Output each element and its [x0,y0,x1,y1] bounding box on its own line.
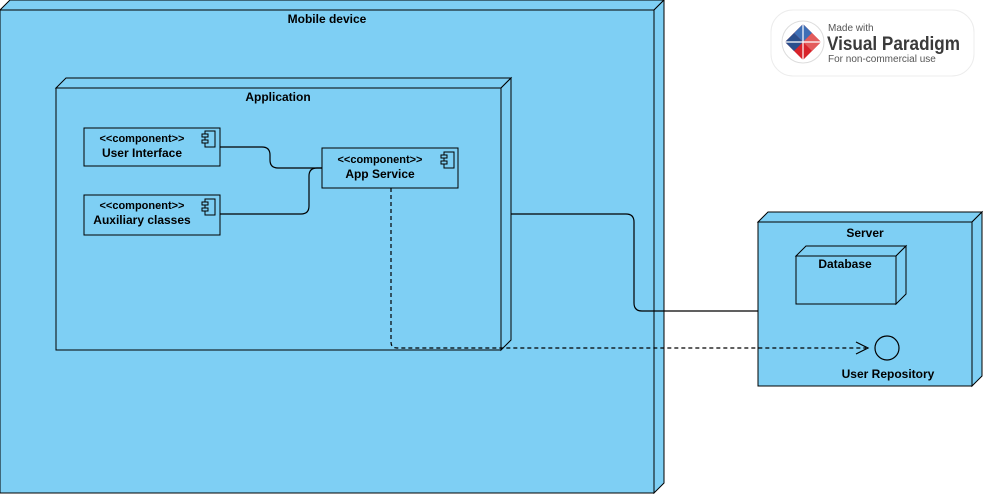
watermark-line1: Made with [828,23,874,34]
visual-paradigm-watermark: Made with Visual Paradigm For non-commer… [770,9,975,77]
aux-name: Auxiliary classes [93,213,191,227]
component-icon [201,130,216,148]
watermark-line3: For non-commercial use [828,54,936,65]
connector-application-server [511,213,758,312]
component-auxiliary-classes[interactable]: <<component>> Auxiliary classes [83,194,221,236]
watermark-line2: Visual Paradigm [827,34,960,55]
component-icon [440,151,455,169]
connector-ui-appservice [220,146,322,169]
appservice-stereotype: <<component>> [338,154,423,166]
ui-name: User Interface [102,146,182,160]
component-user-interface[interactable]: <<component>> User Interface [83,127,221,167]
component-icon [201,198,216,216]
database-node[interactable]: Database [794,244,908,306]
component-app-service[interactable]: <<component>> App Service [321,147,459,189]
server-label: Server [846,226,884,240]
appservice-name: App Service [345,167,415,181]
database-label: Database [818,257,872,271]
visual-paradigm-logo-icon [781,20,825,64]
dependency-arrowhead [855,341,870,355]
mobile-device-label: Mobile device [288,12,367,26]
application-label: Application [245,90,310,104]
user-repository-label: User Repository [842,367,935,381]
ui-stereotype: <<component>> [100,133,185,145]
connector-auxiliary-appservice [220,167,322,215]
aux-stereotype: <<component>> [100,200,185,212]
interface-user-repository[interactable]: User Repository [842,335,935,381]
interface-lollipop-icon [874,335,900,361]
dependency-appservice-userrepository [390,188,866,349]
